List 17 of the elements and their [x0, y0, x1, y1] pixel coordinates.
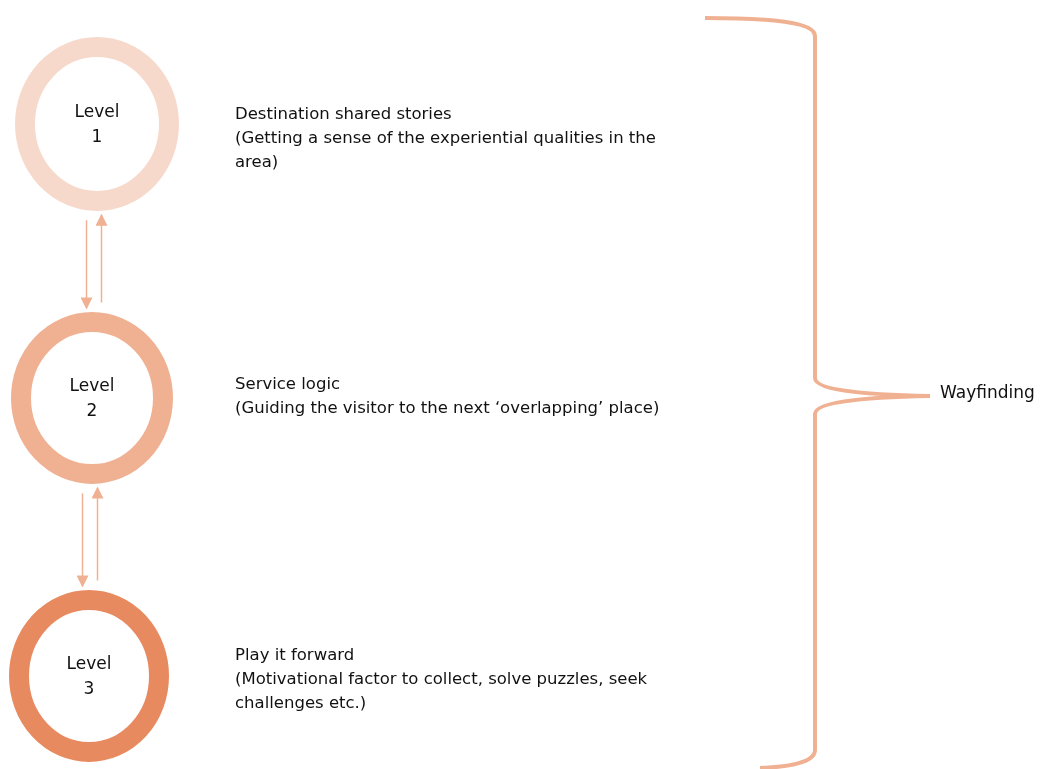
level-description: (Guiding the visitor to the next ‘overlapping’ place)	[235, 397, 661, 419]
level-circle	[11, 312, 173, 484]
arrow	[76, 492, 89, 588]
level-description: (Getting a sense of the experiential qualities in the area)	[235, 127, 657, 173]
arrow	[91, 486, 104, 582]
circle-label: Level 1	[73, 100, 121, 148]
level-heading: Play it forward	[235, 644, 356, 666]
level-heading: Service logic	[235, 373, 342, 395]
level-description: (Motivational factor to collect, solve puzzles, seek challenges etc.)	[235, 668, 649, 714]
level-circle	[9, 590, 169, 762]
bracket-label: Wayfinding	[940, 382, 1035, 402]
circle-label: Level 3	[65, 652, 113, 700]
arrow	[80, 219, 93, 310]
arrow	[95, 213, 108, 304]
circle-label: Level 2	[68, 374, 116, 422]
level-heading: Destination shared stories	[235, 103, 453, 125]
level-circle	[15, 37, 179, 211]
